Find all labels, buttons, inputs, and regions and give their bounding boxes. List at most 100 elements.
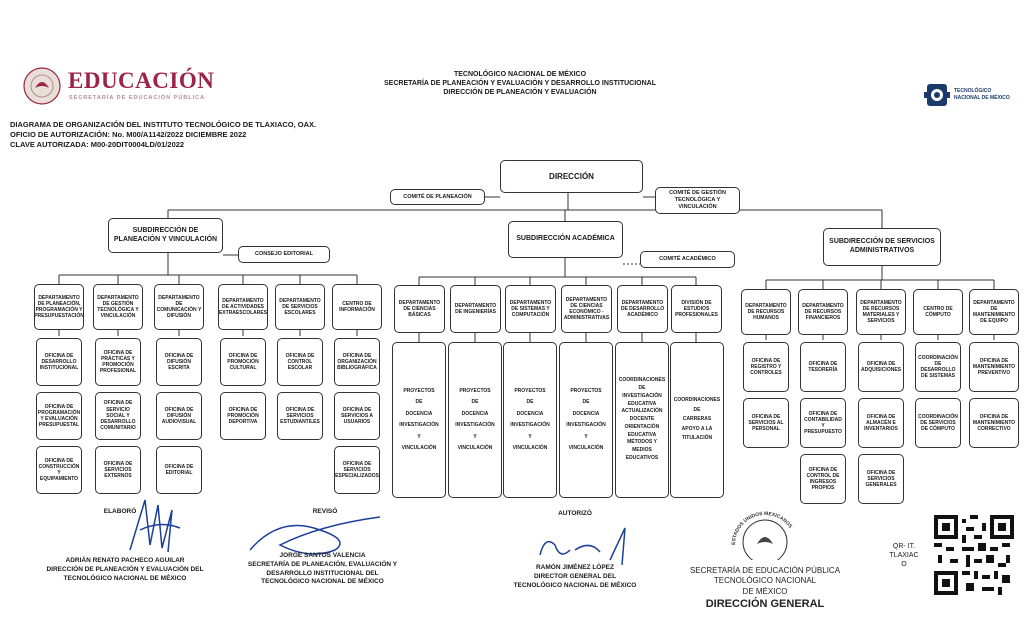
- reviso-role-1: SECRETARÍA DE PLANEACIÓN, EVALUACIÓN Y: [247, 560, 398, 568]
- proyectos-sistemas: PROYECTOS DE DOCENCIA INVESTIGACIÓN Y VI…: [503, 342, 557, 498]
- dep-sistemas-computacion: DEPARTAMENTO DE SISTEMAS Y COMPUTACIÓN: [505, 285, 556, 333]
- coordinaciones-desarrollo-academico: COORDINACIONES DE INVESTIGACIÓN EDUCATIV…: [615, 342, 669, 498]
- elaboro-block: ADRIÁN RENATO PACHECO AGUILAR DIRECCIÓN …: [20, 557, 230, 583]
- dep-ingenierias: DEPARTAMENTO DE INGENIERÍAS: [450, 285, 501, 333]
- elaboro-role-2: TECNOLÓGICO NACIONAL DE MÉXICO: [63, 574, 187, 582]
- dep-recursos-financieros: DEPARTAMENTO DE RECURSOS FINANCIEROS: [798, 289, 848, 335]
- document-info-line-2: OFICIO DE AUTORIZACIÓN: No. M00/A1142/20…: [10, 130, 247, 140]
- coord-desarrollo-sistemas: COORDINACIÓN DE DESARROLLO DE SISTEMAS: [915, 342, 961, 392]
- tecnm-logo-text: TECNOLÓGICO NACIONAL DE MÉXICO: [954, 88, 1010, 101]
- comite-academico-box: COMITÉ ACADÉMICO: [640, 251, 735, 268]
- autorizo-name: RAMÓN JIMÉNEZ LÓPEZ: [535, 564, 614, 571]
- seal-line-2: TECNOLÓGICO NACIONAL: [713, 576, 817, 586]
- direccion-box: DIRECCIÓN: [500, 160, 643, 193]
- mexico-eagle-seal-icon: [23, 67, 61, 105]
- qr-label: QR- IT. TLAXIAC O: [889, 543, 919, 569]
- sep-logo: EDUCACIÓN SECRETARÍA DE EDUCACIÓN PÚBLIC…: [22, 66, 222, 106]
- office-servicios-estudiantiles: OFICINA DE SERVICIOS ESTUDIANTILES: [277, 392, 323, 440]
- elaboro-name: ADRIÁN RENATO PACHECO AGUILAR: [65, 557, 185, 564]
- dep-planeacion-programacion: DEPARTAMENTO DE PLANEACIÓN, PROGRAMACIÓN…: [34, 284, 84, 330]
- dep-ciencias-economico-admin: DEPARTAMENTO DE CIENCIAS ECONÓMICO - ADM…: [561, 285, 612, 333]
- office-servicios-externos: OFICINA DE SERVICIOS EXTERNOS: [95, 446, 141, 494]
- office-organizacion-bibliografica: OFICINA DE ORGANIZACIÓN BIBLIOGRÁFICA: [334, 338, 380, 386]
- office-mantenimiento-preventivo: OFICINA DE MANTENIMIENTO PREVENTIVO: [969, 342, 1019, 392]
- document-info-line-3: CLAVE AUTORIZADA: M00-20DIT0004LD/01/202…: [10, 140, 185, 150]
- dep-servicios-escolares: DEPARTAMENTO DE SERVICIOS ESCOLARES: [275, 284, 325, 330]
- reviso-role-2: DESARROLLO INSTITUCIONAL DEL: [266, 569, 379, 577]
- tecnm-gear-icon: [924, 84, 950, 106]
- office-practicas-promocion: OFICINA DE PRÁCTICAS Y PROMOCIÓN PROFESI…: [95, 338, 141, 386]
- subdireccion-academica-box: SUBDIRECCIÓN ACADÉMICA: [508, 221, 623, 258]
- office-difusion-escrita: OFICINA DE DIFUSIÓN ESCRITA: [156, 338, 202, 386]
- office-construccion-equipamiento: OFICINA DE CONSTRUCCIÓN Y EQUIPAMIENTO: [36, 446, 82, 494]
- dep-mantenimiento-equipo: DEPARTAMENTO DE MANTENIMIENTO DE EQUIPO: [969, 289, 1019, 335]
- autorizo-role-1: DIRECTOR GENERAL DEL: [533, 572, 617, 580]
- proyectos-economico-admin: PROYECTOS DE DOCENCIA INVESTIGACIÓN Y VI…: [559, 342, 613, 498]
- office-difusion-audiovisual: OFICINA DE DIFUSIÓN AUDIOVISUAL: [156, 392, 202, 440]
- reviso-role-3: TECNOLÓGICO NACIONAL DE MÉXICO: [261, 578, 384, 586]
- document-info-line-1: DIAGRAMA DE ORGANIZACIÓN DEL INSTITUTO T…: [10, 120, 317, 129]
- seal-direccion-general: DIRECCIÓN GENERAL: [705, 598, 825, 611]
- centro-computo: CENTRO DE CÓMPUTO: [913, 289, 963, 335]
- dep-actividades-extraescolares: DEPARTAMENTO DE ACTIVIDADES EXTRAESCOLAR…: [218, 284, 268, 330]
- tecnm-logo: TECNOLÓGICO NACIONAL DE MÉXICO: [924, 80, 1014, 114]
- official-seal-icon: ESTADOS UNIDOS MEXICANOS: [731, 511, 794, 560]
- consejo-editorial-box: CONSEJO EDITORIAL: [238, 246, 330, 263]
- qr-code-icon[interactable]: [934, 515, 1014, 595]
- reviso-signature-icon: [249, 516, 381, 555]
- header-title-1: TECNOLÓGICO NACIONAL DE MÉXICO: [453, 71, 587, 78]
- header-title-2: SECRETARÍA DE PLANEACIÓN Y EVALUACIÓN Y …: [384, 80, 656, 88]
- office-control-ingresos: OFICINA DE CONTROL DE INGRESOS PROPIOS: [800, 454, 846, 504]
- office-desarrollo-institucional: OFICINA DE DESARROLLO INSTITUCIONAL: [36, 338, 82, 386]
- dep-recursos-materiales: DEPARTAMENTO DE RECURSOS MATERIALES Y SE…: [856, 289, 906, 335]
- division-estudios-profesionales: DIVISIÓN DE ESTUDIOS PROFESIONALES: [671, 285, 722, 333]
- elaboro-role-1: DIRECCIÓN DE PLANEACIÓN Y EVALUACIÓN DEL: [46, 565, 204, 573]
- proyectos-ingenierias: PROYECTOS DE DOCENCIA INVESTIGACIÓN Y VI…: [448, 342, 502, 498]
- dep-ciencias-basicas: DEPARTAMENTO DE CIENCIAS BÁSICAS: [394, 285, 445, 333]
- dep-recursos-humanos: DEPARTAMENTO DE RECURSOS HUMANOS: [741, 289, 791, 335]
- dep-comunicacion-difusion: DEPARTAMENTO DE COMUNICACIÓN Y DIFUSIÓN: [154, 284, 204, 330]
- comite-planeacion-box: COMITÉ DE PLANEACIÓN: [390, 189, 485, 205]
- office-servicios-generales: OFICINA DE SERVICIOS GENERALES: [858, 454, 904, 504]
- educacion-logo-sub: SECRETARÍA DE EDUCACIÓN PÚBLICA: [69, 95, 206, 101]
- coord-servicios-computo: COORDINACIÓN DE SERVICIOS DE CÓMPUTO: [915, 398, 961, 448]
- dep-desarrollo-academico: DEPARTAMENTO DE DESARROLLO ACADÉMICO: [617, 285, 668, 333]
- header-title-3: DIRECCIÓN DE PLANEACIÓN Y EVALUACIÓN: [443, 89, 597, 97]
- office-programacion-evaluacion: OFICINA DE PROGRAMACIÓN Y EVALUACIÓN PRE…: [36, 392, 82, 440]
- reviso-name: JORGE SANTOS VALENCIA: [279, 552, 366, 559]
- autorizo-signature-icon: [539, 527, 626, 566]
- autorizo-role-2: TECNOLÓGICO NACIONAL DE MÉXICO: [513, 581, 637, 589]
- educacion-logo-text: EDUCACIÓN: [68, 68, 215, 93]
- office-almacen-inventarios: OFICINA DE ALMACÉN E INVENTARIOS: [858, 398, 904, 448]
- office-servicios-personal: OFICINA DE SERVICIOS AL PERSONAL: [743, 398, 789, 448]
- office-editorial: OFICINA DE EDITORIAL: [156, 446, 202, 494]
- autorizo-block: RAMÓN JIMÉNEZ LÓPEZ DIRECTOR GENERAL DEL…: [495, 564, 655, 590]
- subdireccion-planeacion-box: SUBDIRECCIÓN DE PLANEACIÓN Y VINCULACIÓN: [108, 218, 223, 253]
- seal-line-1: SECRETARÍA DE EDUCACIÓN PÚBLICA: [689, 566, 841, 575]
- office-servicios-usuarios: OFICINA DE SERVICIOS A USUARIOS: [334, 392, 380, 440]
- elaboro-signature-icon: [129, 499, 181, 553]
- office-control-escolar: OFICINA DE CONTROL ESCOLAR: [277, 338, 323, 386]
- seal-block: SECRETARÍA DE EDUCACIÓN PÚBLICA TECNOLÓG…: [680, 566, 850, 611]
- proyectos-ciencias-basicas: PROYECTOS DE DOCENCIA INVESTIGACIÓN Y VI…: [392, 342, 446, 498]
- elaboro-label: ELABORÓ: [103, 508, 137, 515]
- coordinaciones-carreras: COORDINACIONES DE CARRERAS APOYO A LA TI…: [670, 342, 724, 498]
- subdireccion-servicios-box: SUBDIRECCIÓN DE SERVICIOS ADMINISTRATIVO…: [823, 228, 941, 266]
- centro-informacion: CENTRO DE INFORMACIÓN: [332, 284, 382, 330]
- office-servicios-especializados: OFICINA DE SERVICIOS ESPECIALIZADOS: [334, 446, 380, 494]
- office-adquisiciones: OFICINA DE ADQUISICIONES: [858, 342, 904, 392]
- comite-gestion-box: COMITÉ DE GESTIÓN TECNOLÓGICA Y VINCULAC…: [655, 187, 740, 214]
- office-servicio-social: OFICINA DE SERVICIO SOCIAL Y DESARROLLO …: [95, 392, 141, 440]
- office-mantenimiento-correctivo: OFICINA DE MANTENIMIENTO CORRECTIVO: [969, 398, 1019, 448]
- reviso-block: JORGE SANTOS VALENCIA SECRETARÍA DE PLAN…: [235, 552, 410, 587]
- dep-gestion-tecnologica: DEPARTAMENTO DE GESTIÓN TECNOLÓGICA Y VI…: [93, 284, 143, 330]
- reviso-label: REVISÓ: [312, 508, 338, 515]
- office-contabilidad-presupuesto: OFICINA DE CONTABILIDAD Y PRESUPUESTO: [800, 398, 846, 448]
- header-titles: TECNOLÓGICO NACIONAL DE MÉXICO SECRETARÍ…: [330, 70, 710, 97]
- seal-line-3: DE MÉXICO: [742, 586, 788, 596]
- office-registro-controles: OFICINA DE REGISTRO Y CONTROLES: [743, 342, 789, 392]
- autorizo-label: AUTORIZÓ: [558, 510, 592, 517]
- document-info: DIAGRAMA DE ORGANIZACIÓN DEL INSTITUTO T…: [10, 120, 390, 150]
- office-promocion-deportiva: OFICINA DE PROMOCIÓN DEPORTIVA: [220, 392, 266, 440]
